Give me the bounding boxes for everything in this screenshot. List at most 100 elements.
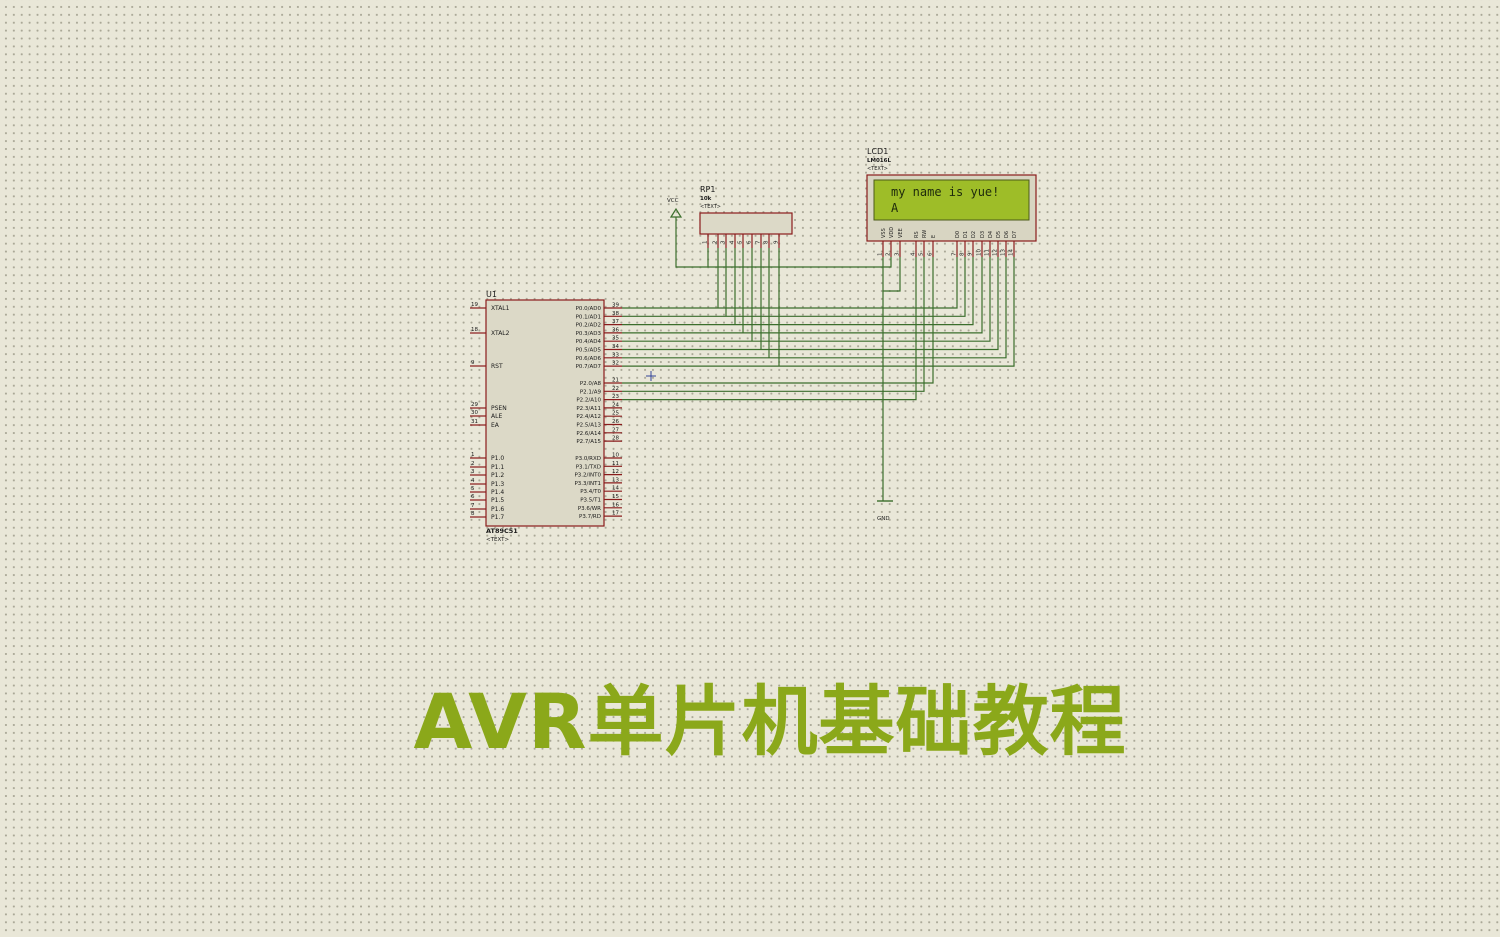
u1-pin-number: 5 <box>471 486 475 492</box>
u1-pin-number: 15 <box>612 494 619 500</box>
rp1-ref-label: RP1 <box>700 185 715 194</box>
u1-pin-number: 39 <box>612 303 619 309</box>
u1-pin-number: 4 <box>471 478 475 484</box>
lcd1-pin-name: RW <box>922 230 928 238</box>
u1-pin-number: 30 <box>471 410 478 416</box>
lcd1-pin-number: 14 <box>1009 249 1015 256</box>
rp1-pin-number: 2 <box>713 241 719 245</box>
lcd1-pin-number: 3 <box>895 252 901 256</box>
u1-pin-name: P0.0/AD0 <box>576 306 602 312</box>
wire <box>622 257 958 309</box>
lcd1-pin-name: D5 <box>996 231 1002 238</box>
rp1-pin-number: 9 <box>774 240 780 244</box>
vcc-terminal[interactable]: VCC <box>667 198 683 218</box>
u1-pin-name: P2.6/A14 <box>576 431 601 437</box>
u1-pin-number: 24 <box>612 402 619 408</box>
u1-pin-number: 2 <box>471 461 475 467</box>
gnd-terminal[interactable]: GND <box>877 500 893 522</box>
lcd1-pin-number: 9 <box>968 252 974 256</box>
lcd1-pin-name: D4 <box>988 231 994 238</box>
u1-pin-name: P0.7/AD7 <box>576 364 602 370</box>
lcd1-pin-number: 2 <box>886 253 892 257</box>
u1-pin-number: 13 <box>612 477 619 483</box>
lcd1-component[interactable]: LCD1 LM016L <TEXT> my name is yue! A VSS… <box>866 147 1037 257</box>
u1-pin-number: 38 <box>612 311 619 317</box>
rp1-pin-number: 6 <box>747 240 753 244</box>
u1-pin-number: 35 <box>612 336 619 342</box>
rp1-body[interactable] <box>699 212 793 235</box>
u1-pin-number: 26 <box>612 419 619 425</box>
lcd1-pin-number: 6 <box>928 252 934 256</box>
u1-pin-number: 18 <box>471 327 478 333</box>
cursor-crosshair-icon <box>646 371 656 381</box>
lcd1-pin-name: E <box>931 235 937 238</box>
u1-pin-name: P2.3/A11 <box>576 406 601 412</box>
u1-pin-name: P2.7/A15 <box>576 439 601 445</box>
u1-pin-name: P1.0 <box>491 455 504 462</box>
u1-pin-name: P3.5/T1 <box>580 498 601 504</box>
u1-pin-number: 16 <box>612 502 619 508</box>
u1-pin-number: 28 <box>612 436 619 442</box>
u1-pin-number: 22 <box>612 386 619 392</box>
lcd1-pin-number: 10 <box>977 249 983 256</box>
u1-pin-name: RST <box>491 363 503 370</box>
u1-pin-number: 33 <box>612 352 619 358</box>
u1-pin-name: P3.7/RD <box>579 514 601 520</box>
u1-pin-number: 23 <box>612 394 619 400</box>
u1-pin-name: P0.2/AD2 <box>576 323 601 329</box>
rp1-pin-number: 3 <box>721 240 727 244</box>
rp1-value-label: 10k <box>700 196 712 202</box>
u1-pin-number: 11 <box>612 461 619 467</box>
u1-pin-name: P0.5/AD5 <box>576 348 602 354</box>
u1-pin-name: P2.0/A8 <box>580 381 602 387</box>
u1-pin-number: 9 <box>471 360 475 366</box>
gnd-label: GND <box>877 516 890 522</box>
rp1-pin-number: 7 <box>756 240 762 244</box>
u1-pin-number: 10 <box>612 453 619 459</box>
u1-pin-name: P0.1/AD1 <box>576 314 601 320</box>
lcd1-pin-name: D1 <box>963 231 969 238</box>
wire <box>622 257 991 342</box>
wire <box>622 257 925 392</box>
u1-pin-number: 32 <box>612 361 619 367</box>
wire <box>622 257 1015 367</box>
wire <box>622 257 983 334</box>
u1-pin-name: P1.5 <box>491 497 504 504</box>
wires <box>622 217 1015 501</box>
u1-pin-number: 8 <box>471 511 475 517</box>
u1-pin-name: P1.4 <box>491 489 504 496</box>
u1-pin-name: P3.6/WR <box>578 506 601 512</box>
u1-text-label: <TEXT> <box>486 537 509 543</box>
u1-pin-name: P3.3/INT1 <box>574 481 601 487</box>
u1-pin-number: 12 <box>612 469 619 475</box>
u1-pin-name: XTAL1 <box>491 305 510 312</box>
u1-pin-number: 21 <box>612 378 619 384</box>
vcc-arrow-icon <box>669 207 683 218</box>
u1-pin-name: P1.1 <box>491 464 504 471</box>
u1-pin-name: ALE <box>491 413 502 420</box>
lcd1-pin-name: D6 <box>1004 231 1010 238</box>
wire <box>622 257 966 317</box>
u1-body[interactable] <box>485 299 605 527</box>
u1-pin-name: XTAL2 <box>491 330 510 337</box>
vcc-label: VCC <box>667 198 679 204</box>
lcd1-pins: VSS1VDD2VEE3RS4RW5E6D07D18D29D310D411D51… <box>878 227 1018 257</box>
u1-pin-number: 19 <box>471 302 478 308</box>
lcd1-line1: my name is yue! <box>891 185 999 199</box>
u1-pin-number: 14 <box>612 486 619 492</box>
u1-pin-name: P3.2/INT0 <box>574 473 601 479</box>
u1-pin-name: P3.4/T0 <box>580 489 601 495</box>
rp1-pin-number: 4 <box>730 240 736 244</box>
u1-pin-name: P2.1/A9 <box>580 389 602 395</box>
rp1-pin-number: 8 <box>764 240 770 244</box>
wire <box>622 257 934 384</box>
lcd1-pin-name: RS <box>914 231 920 238</box>
u1-pin-number: 34 <box>612 344 619 350</box>
u1-pin-name: P1.3 <box>491 481 504 488</box>
u1-pin-number: 25 <box>612 411 619 417</box>
lcd1-pin-name: D3 <box>980 231 986 238</box>
